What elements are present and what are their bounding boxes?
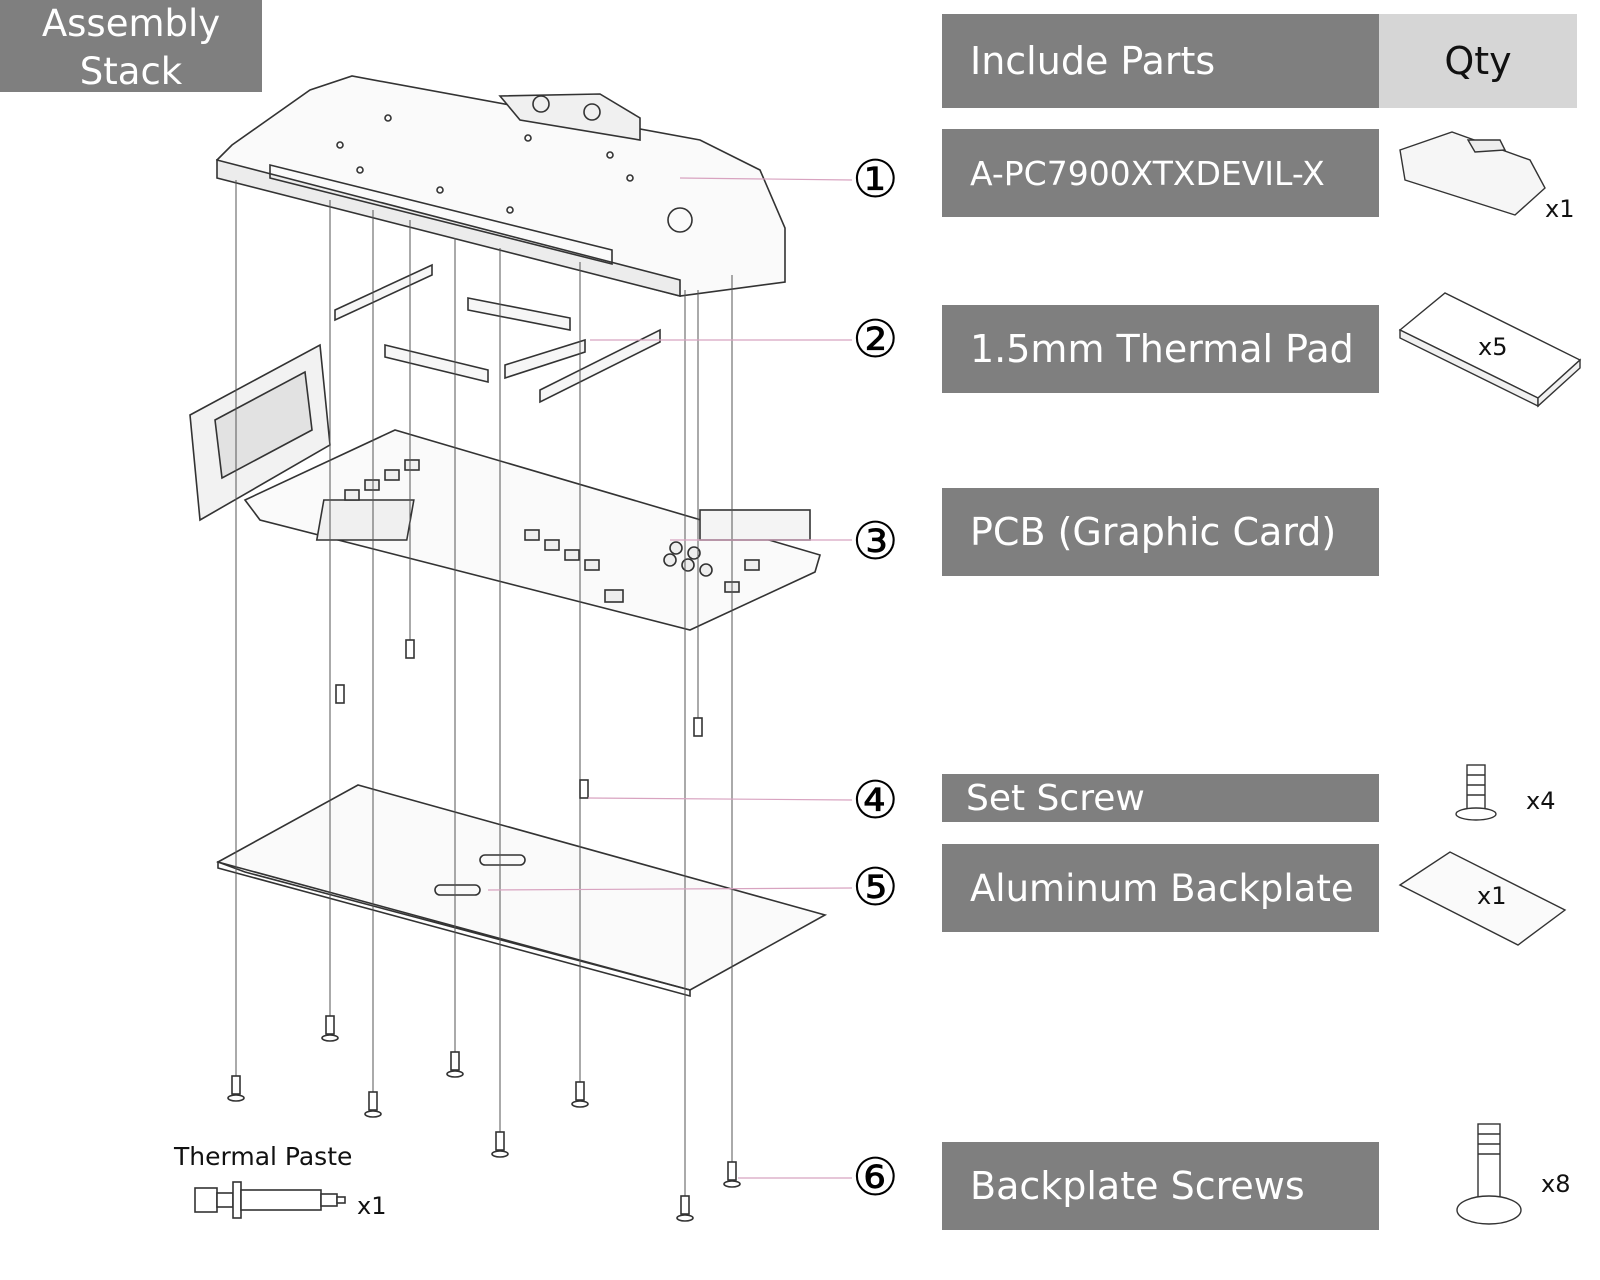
qty-backplate-screws: x8 xyxy=(1541,1170,1571,1198)
callout-1: ① xyxy=(852,150,899,210)
backplate-illustration xyxy=(216,784,828,998)
callout-5: ⑤ xyxy=(852,858,899,918)
thermal-pad-thumbnail-icon xyxy=(1398,292,1582,408)
assembly-guide-lines xyxy=(235,180,733,1215)
thermal-paste-qty: x1 xyxy=(357,1192,387,1220)
water-block-illustration xyxy=(215,75,786,298)
part-row-pcb: PCB (Graphic Card) xyxy=(942,488,1379,576)
backplate-thumbnail-icon xyxy=(1398,851,1567,946)
part-row-water-block: A-PC7900XTXDEVIL-X xyxy=(942,129,1379,217)
callout-6: ⑥ xyxy=(852,1148,899,1208)
thermal-paste-syringe-illustration xyxy=(194,1181,346,1219)
part-row-thermal-pad: 1.5mm Thermal Pad xyxy=(942,305,1379,393)
qty-set-screw: x4 xyxy=(1526,787,1556,815)
assembly-stack-line2: Stack xyxy=(79,50,183,93)
backplate-screw-thumbnail-icon xyxy=(1456,1123,1522,1225)
callout-3: ③ xyxy=(852,512,899,572)
qty-thermal-pad: x5 xyxy=(1478,333,1508,361)
part-row-backplate: Aluminum Backplate xyxy=(942,844,1379,932)
assembly-stack-label: Assembly Stack xyxy=(0,0,262,93)
backplate-screws-illustration xyxy=(227,1015,741,1222)
set-screw-thumbnail-icon xyxy=(1455,764,1497,821)
assembly-stack-line1: Assembly xyxy=(41,2,221,45)
callout-leader-lines xyxy=(487,177,853,1179)
qty-water-block: x1 xyxy=(1545,195,1575,223)
parts-header-label: Include Parts xyxy=(942,14,1379,108)
part-row-backplate-screws: Backplate Screws xyxy=(942,1142,1379,1230)
qty-backplate: x1 xyxy=(1477,882,1507,910)
water-block-thumbnail-icon xyxy=(1399,131,1546,216)
pcb-illustration xyxy=(189,343,821,631)
callout-2: ② xyxy=(852,310,899,370)
thermal-paste-label: Thermal Paste xyxy=(174,1142,353,1171)
part-row-set-screw: Set Screw xyxy=(942,774,1379,822)
parts-header-qty: Qty xyxy=(1379,14,1577,108)
set-screws-illustration xyxy=(335,639,703,799)
callout-4: ④ xyxy=(852,771,899,831)
thermal-pads-illustration xyxy=(334,263,661,404)
